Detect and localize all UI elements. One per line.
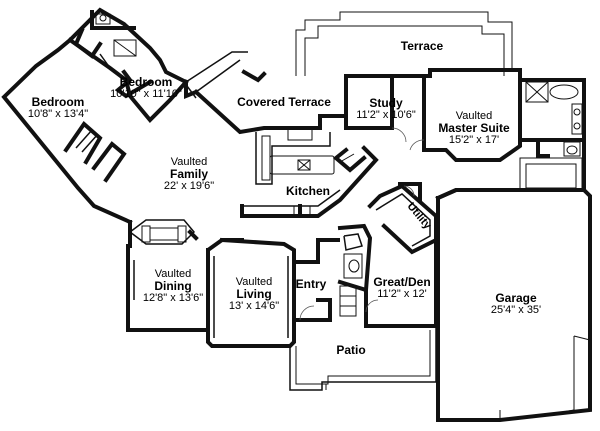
room-bedroom-2: Bedroom 10'10" x 11'10"	[96, 76, 196, 100]
kitchen-walls	[240, 127, 379, 218]
room-kitchen: Kitchen	[280, 185, 336, 197]
room-name: Terrace	[400, 39, 444, 53]
family-internals	[183, 81, 302, 241]
room-garage: Garage 25'4" x 35'	[476, 292, 556, 316]
room-master-suite: Vaulted Master Suite 15'2" x 17'	[428, 110, 520, 146]
patio-outline	[289, 326, 437, 391]
room-name: Bedroom	[31, 95, 85, 109]
room-name: Dining	[154, 279, 192, 293]
dining-walls	[126, 219, 244, 332]
room-name: Master Suite	[438, 121, 510, 135]
room-size: 22' x 19'6"	[163, 180, 215, 192]
room-study: Study 11'2" x 10'6"	[352, 97, 420, 121]
room-name: Patio	[336, 343, 366, 357]
room-prefix: Vaulted	[235, 276, 273, 288]
room-name: Entry	[295, 277, 327, 291]
room-dining: Vaulted Dining 12'8" x 13'6"	[136, 268, 210, 304]
room-great-den: Great/Den 11'2" x 12'	[368, 276, 436, 300]
terrace-outline	[295, 11, 522, 76]
bedroom-internals	[29, 10, 153, 183]
room-size: 12'8" x 13'6"	[142, 292, 204, 304]
room-name: Family	[169, 167, 208, 181]
room-name: Kitchen	[285, 184, 330, 198]
room-family: Vaulted Family 22' x 19'6"	[144, 156, 234, 192]
entry-den-walls	[292, 223, 438, 328]
room-size: 25'4" x 35'	[490, 304, 542, 316]
room-prefix: Vaulted	[455, 110, 493, 122]
study-master-walls	[344, 78, 586, 191]
room-size: 10'8" x 13'4"	[27, 108, 89, 120]
living-walls	[206, 237, 296, 348]
room-size: 11'2" x 12'	[377, 288, 427, 300]
covered-terrace-outline	[185, 51, 267, 93]
room-name: Living	[236, 287, 272, 301]
room-patio: Patio	[326, 344, 376, 356]
room-size: 15'2" x 17'	[448, 134, 500, 146]
room-living: Vaulted Living 13' x 14'6"	[222, 276, 286, 312]
room-entry: Entry	[294, 278, 328, 290]
room-terrace: Terrace	[380, 40, 464, 52]
utility-walls	[367, 182, 438, 255]
room-name: Bedroom	[119, 75, 173, 89]
room-size: 11'2" x 10'6"	[356, 109, 416, 121]
room-prefix: Vaulted	[154, 268, 192, 280]
room-bedroom-1: Bedroom 10'8" x 13'4"	[16, 96, 100, 120]
room-prefix: Vaulted	[170, 156, 208, 168]
room-name: Garage	[495, 291, 537, 305]
room-name: Great/Den	[373, 275, 431, 289]
room-size: 10'10" x 11'10"	[110, 88, 182, 100]
room-size: 13' x 14'6"	[228, 300, 280, 312]
room-name: Study	[369, 96, 403, 110]
room-name: Covered Terrace	[237, 95, 331, 109]
room-covered-terrace: Covered Terrace	[226, 96, 342, 108]
